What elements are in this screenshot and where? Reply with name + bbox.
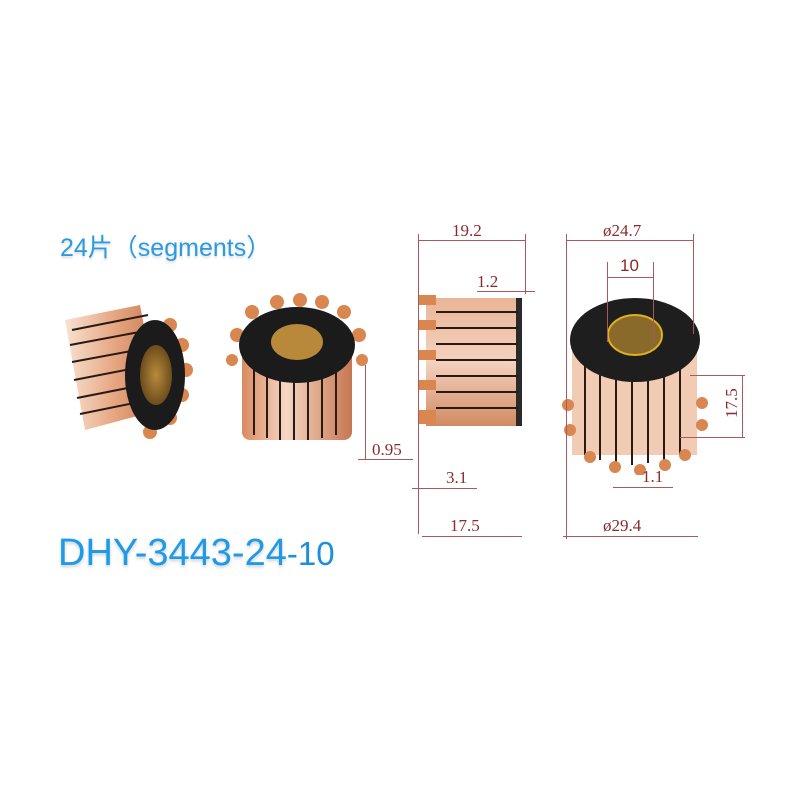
dim-ext-height-top xyxy=(690,375,745,376)
commutator-photo-top xyxy=(226,293,368,440)
dim-end-gap: 1.2 xyxy=(477,272,499,291)
dim-ext-bore-right xyxy=(653,262,654,342)
dim-line-hook-length xyxy=(412,488,477,489)
dim-line-bore xyxy=(607,277,653,278)
commutator-end-view xyxy=(562,298,708,475)
dim-line-end-gap xyxy=(477,291,535,292)
dim-ext-hook xyxy=(365,365,366,460)
dim-ext-bore-left xyxy=(607,262,608,342)
dim-height: 17.5 xyxy=(722,388,741,418)
dim-line-hook-thickness xyxy=(358,459,413,460)
dim-total-length: 19.2 xyxy=(452,221,482,240)
dim-bore: 10 xyxy=(620,256,639,275)
dim-ext-height-bottom xyxy=(680,437,745,438)
dim-ext-outer-right xyxy=(693,234,694,334)
dim-hook-length: 3.1 xyxy=(446,468,468,487)
segments-title: 24片（segments） xyxy=(60,234,272,262)
dim-line-slot-width xyxy=(613,487,673,488)
dim-ext-right xyxy=(525,234,526,294)
dim-line-height xyxy=(742,375,743,437)
dim-body-length: 17.5 xyxy=(450,516,480,535)
commutator-side-view xyxy=(418,295,522,426)
dim-hook-thickness: 0.95 xyxy=(372,440,402,459)
dim-line-body-length xyxy=(422,536,522,537)
commutator-photo-angled xyxy=(65,305,193,439)
dim-ext-left xyxy=(418,234,419,534)
dim-ext-outer-left xyxy=(566,234,567,539)
dim-hook-diameter: ø29.4 xyxy=(603,516,642,535)
dim-slot-width: 1.1 xyxy=(642,467,664,486)
dim-line-hook-diameter xyxy=(563,536,698,537)
model-number: DHY-3443-24-10 xyxy=(58,532,335,574)
dim-outer-diameter: ø24.7 xyxy=(603,221,642,240)
dim-line-outer-diameter xyxy=(566,240,693,241)
dim-line-total-length xyxy=(418,240,526,241)
